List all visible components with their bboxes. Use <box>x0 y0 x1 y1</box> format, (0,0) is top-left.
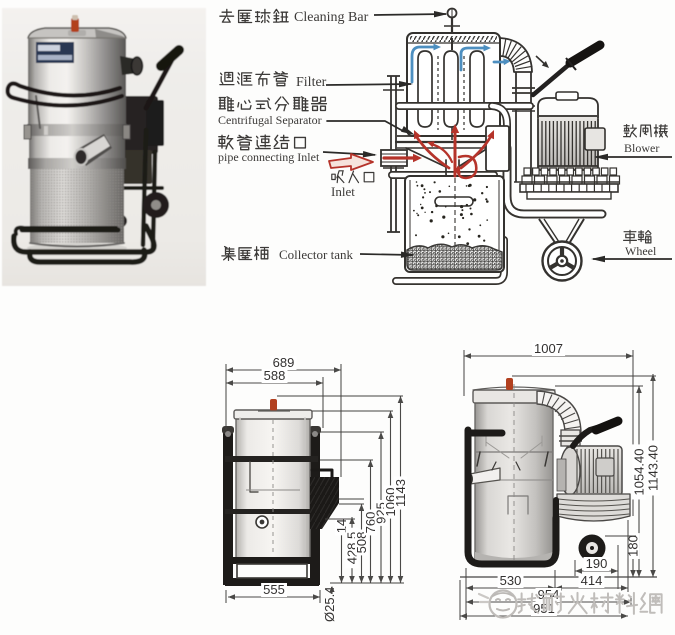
svg-text:555: 555 <box>263 582 285 597</box>
svg-text:689: 689 <box>273 355 295 370</box>
svg-text:Inlet: Inlet <box>331 184 355 199</box>
svg-text:508: 508 <box>354 532 369 554</box>
svg-text:190: 190 <box>586 556 608 571</box>
svg-text:Centrifugal Separator: Centrifugal Separator <box>218 113 322 127</box>
svg-text:530: 530 <box>500 573 522 588</box>
svg-text:180: 180 <box>626 535 641 557</box>
svg-text:pipe connecting Inlet: pipe connecting Inlet <box>218 150 320 164</box>
svg-text:588: 588 <box>264 368 286 383</box>
svg-text:1143: 1143 <box>393 479 408 507</box>
svg-text:Cleaning Bar: Cleaning Bar <box>294 10 369 25</box>
svg-text:Filter: Filter <box>296 75 327 90</box>
svg-text:1143.40: 1143.40 <box>646 445 661 491</box>
svg-text:Collector tank: Collector tank <box>279 247 354 262</box>
svg-text:760: 760 <box>363 512 378 534</box>
svg-text:Wheel: Wheel <box>625 244 657 258</box>
svg-text:1054.40: 1054.40 <box>632 449 647 496</box>
svg-text:14: 14 <box>334 519 349 533</box>
svg-text:414: 414 <box>581 573 603 588</box>
svg-text:Blower: Blower <box>624 141 659 155</box>
svg-text:Ø25.4: Ø25.4 <box>322 587 337 622</box>
svg-text:1007: 1007 <box>534 341 563 356</box>
